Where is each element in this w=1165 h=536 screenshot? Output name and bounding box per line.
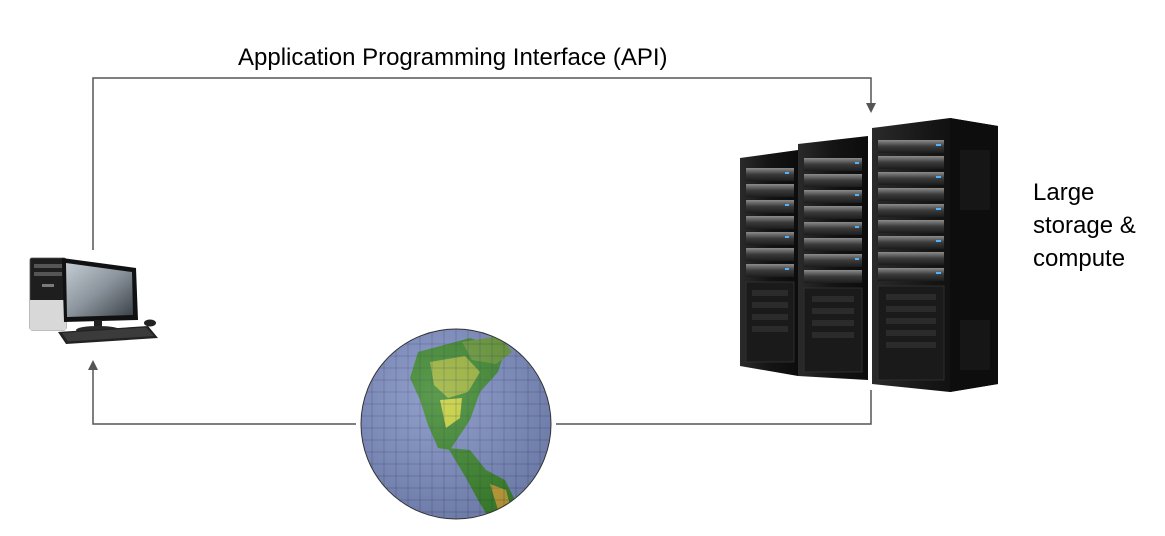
api-label: Application Programming Interface (API) [238, 44, 668, 71]
desktop-computer-icon [29, 257, 158, 344]
server-label-line: storage & [1033, 212, 1136, 239]
data-return-arrow [88, 360, 872, 425]
server-rack-middle [798, 136, 868, 380]
server-label: Large storage & compute [1033, 176, 1136, 275]
server-label-line: compute [1033, 245, 1126, 272]
server-rack-right [872, 118, 998, 392]
globe-grid-icon [360, 328, 552, 520]
server-rack-left [740, 150, 798, 376]
api-request-arrow [92, 77, 876, 250]
server-rack-icon [740, 118, 998, 392]
server-label-line: Large [1033, 179, 1095, 206]
